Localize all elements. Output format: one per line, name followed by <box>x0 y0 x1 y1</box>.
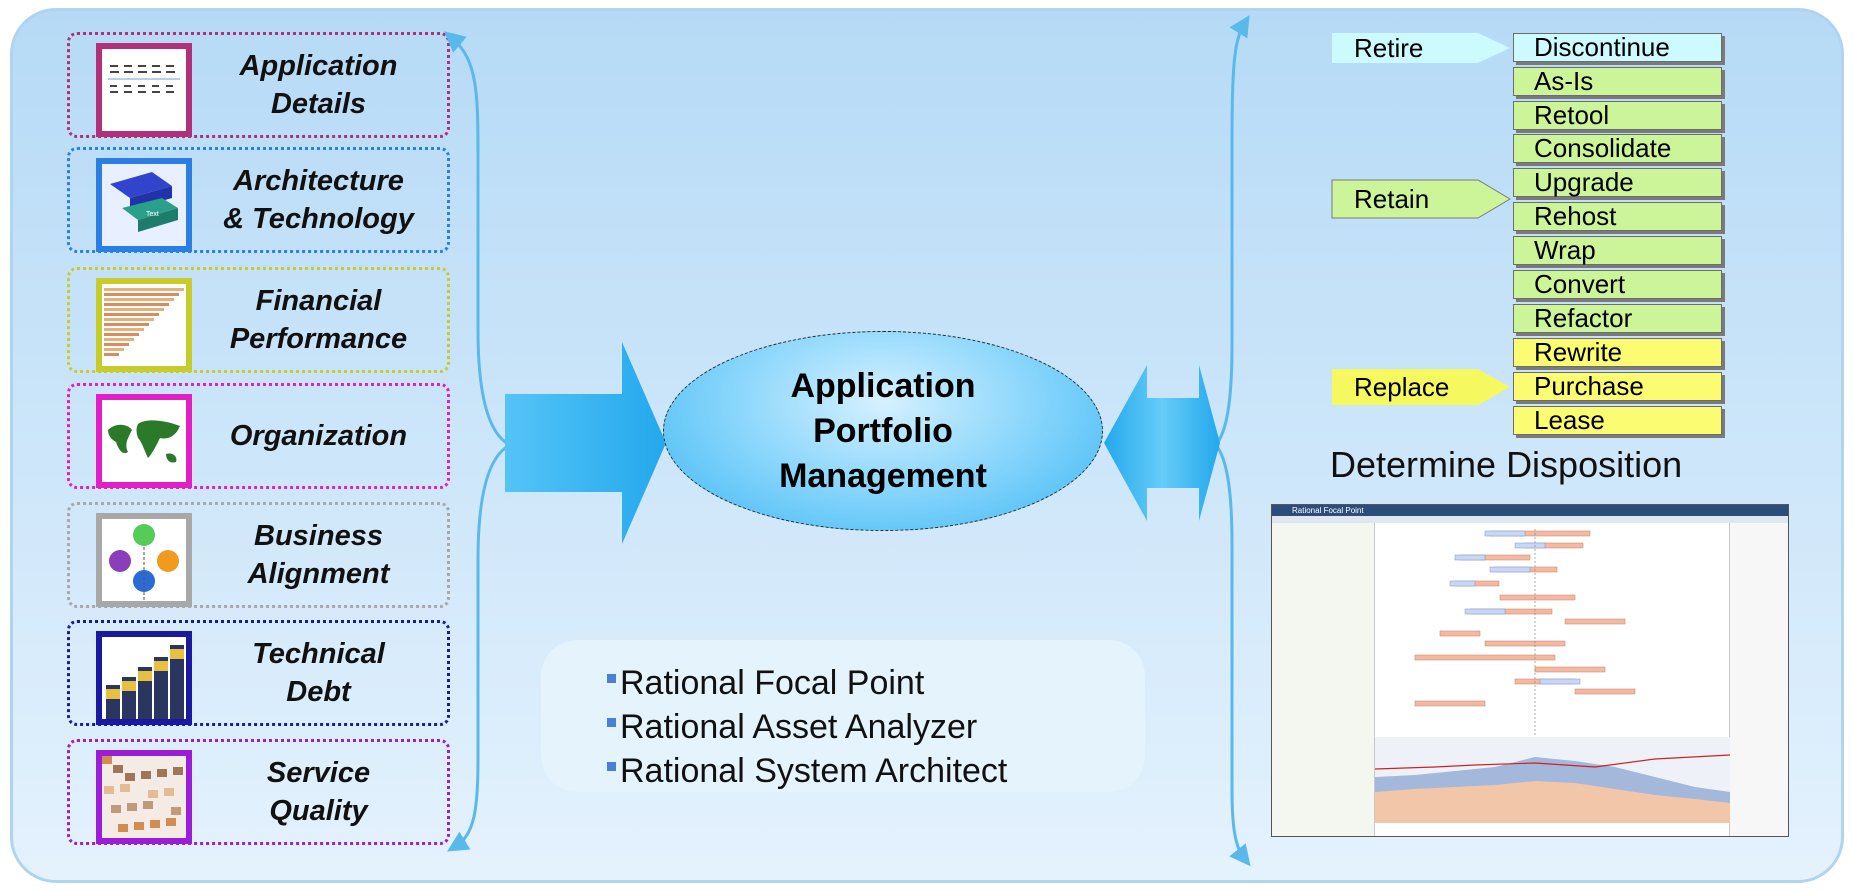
disposition-option: Wrap <box>1513 236 1722 265</box>
category-label: Business Alignment <box>247 520 390 590</box>
focal-point-screenshot: Rational Focal Point <box>1271 504 1789 837</box>
category-box: Text Architecture & Technology <box>67 147 450 253</box>
bar-images-icon <box>96 631 192 725</box>
category-label: Technical Debt <box>252 638 385 708</box>
app-sidebar <box>1272 523 1375 836</box>
app-title: Rational Focal Point <box>1292 506 1364 515</box>
group-replace: Replace <box>1354 372 1450 402</box>
tool-item: Rational Asset Analyzer <box>607 705 1145 749</box>
disposition-title: Determine Disposition <box>1330 444 1683 485</box>
input-arrow <box>505 342 666 544</box>
disposition-option: Consolidate <box>1513 134 1722 163</box>
right-brace <box>1214 15 1251 867</box>
gantt-chart <box>1414 529 1636 737</box>
category-label: Application Details <box>239 50 398 120</box>
category-label: Organization <box>229 420 408 452</box>
disposition-option: Purchase <box>1513 372 1722 401</box>
disposition-option: Retool <box>1513 101 1722 130</box>
tool-label: Rational System Architect <box>620 752 1008 790</box>
app-right-panel <box>1729 523 1788 836</box>
disposition-option: Lease <box>1513 406 1722 435</box>
area-chart <box>1375 737 1730 823</box>
world-map-icon <box>96 394 192 488</box>
disposition-option: Refactor <box>1513 304 1722 333</box>
category-box: Technical Debt <box>67 620 450 726</box>
disposition-option: Convert <box>1513 270 1722 299</box>
disposition-option: Discontinue <box>1513 33 1722 62</box>
connected-circles-icon <box>96 513 192 607</box>
group-retire: Retire <box>1354 33 1424 63</box>
bullet-icon <box>607 674 616 683</box>
disposition-option: Rewrite <box>1513 338 1722 367</box>
retain-arrow <box>1331 179 1511 219</box>
financial-chart-icon <box>96 278 192 372</box>
bullet-icon <box>607 762 616 771</box>
output-arrow <box>1104 365 1220 521</box>
disposition-option: Upgrade <box>1513 168 1722 197</box>
category-label: Architecture & Technology <box>223 165 414 235</box>
category-box: Service Quality <box>67 739 450 845</box>
tool-item: Rational Focal Point <box>607 661 1145 705</box>
tool-label: Rational Asset Analyzer <box>620 708 978 746</box>
category-box: Business Alignment <box>67 502 450 608</box>
tools-box: Rational Focal Point Rational Asset Anal… <box>541 640 1145 792</box>
replace-arrow <box>1332 369 1510 405</box>
category-box: Application Details <box>67 32 450 138</box>
quality-image-icon <box>96 750 192 844</box>
apm-title: Application Portfolio Management <box>779 366 987 495</box>
left-brace <box>443 31 514 852</box>
svg-text:Text: Text <box>146 211 159 218</box>
app-toolbar <box>1272 516 1788 523</box>
disposition-option: Rehost <box>1513 202 1722 231</box>
group-retain: Retain <box>1354 184 1430 214</box>
tool-item: Rational System Architect <box>607 749 1145 793</box>
category-label: Service Quality <box>266 757 371 827</box>
category-label: Financial Performance <box>229 285 408 355</box>
bullet-icon <box>607 718 616 727</box>
3d-blocks-icon: Text <box>96 158 192 252</box>
document-flow-icon <box>96 43 192 137</box>
app-titlebar: Rational Focal Point <box>1272 505 1788 516</box>
disposition-option: As-Is <box>1513 67 1722 96</box>
apm-ellipse: Application Portfolio Management <box>663 331 1103 531</box>
retire-arrow <box>1332 33 1510 63</box>
tool-label: Rational Focal Point <box>620 664 925 702</box>
